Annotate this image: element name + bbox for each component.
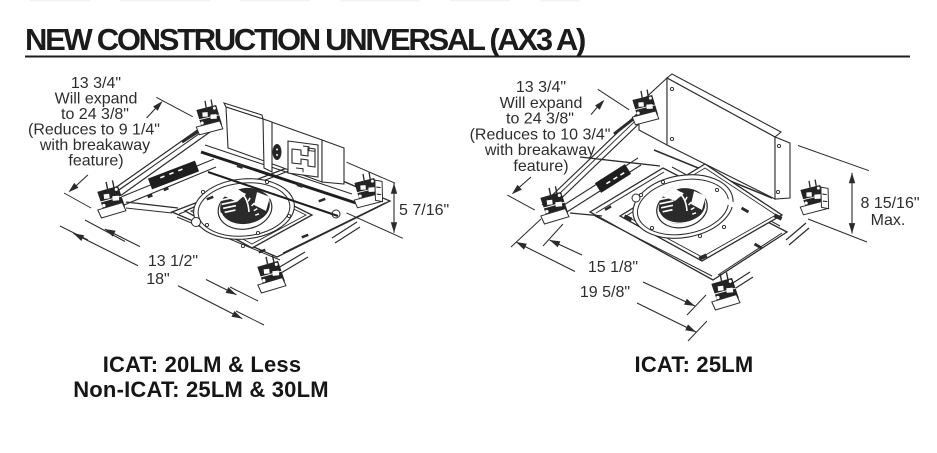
svg-text:13 3/4": 13 3/4" [71,75,121,92]
svg-text:19 5/8": 19 5/8" [580,284,630,301]
svg-text:13 1/2": 13 1/2" [148,253,198,270]
svg-text:8 15/16": 8 15/16" [860,195,919,212]
svg-text:18": 18" [146,271,169,288]
svg-text:with breakaway: with breakaway [484,142,595,159]
svg-text:Non-ICAT: 25LM & 30LM: Non-ICAT: 25LM & 30LM [73,377,329,402]
svg-text:to 24 3/8": to 24 3/8" [61,106,129,123]
svg-text:5 7/16": 5 7/16" [399,202,449,219]
svg-text:(Reduces to 9 1/4": (Reduces to 9 1/4" [28,122,160,139]
svg-text:13 3/4": 13 3/4" [516,79,566,96]
svg-text:ICAT: 20LM & Less: ICAT: 20LM & Less [103,352,302,377]
svg-text:with breakaway: with breakaway [39,137,150,154]
svg-text:15 1/8": 15 1/8" [588,259,638,276]
svg-text:NEW CONSTRUCTION UNIVERSAL (AX: NEW CONSTRUCTION UNIVERSAL (AX3 A) [25,22,585,57]
svg-text:(Reduces to 10 3/4": (Reduces to 10 3/4" [470,126,611,143]
svg-text:Will expand: Will expand [500,95,583,112]
svg-text:feature): feature) [513,158,568,175]
svg-text:ICAT: 25LM: ICAT: 25LM [635,352,754,377]
svg-text:Will expand: Will expand [55,91,138,108]
svg-text:to 24 3/8": to 24 3/8" [506,111,574,128]
svg-text:Max.: Max. [871,212,906,229]
svg-text:feature): feature) [68,153,123,170]
